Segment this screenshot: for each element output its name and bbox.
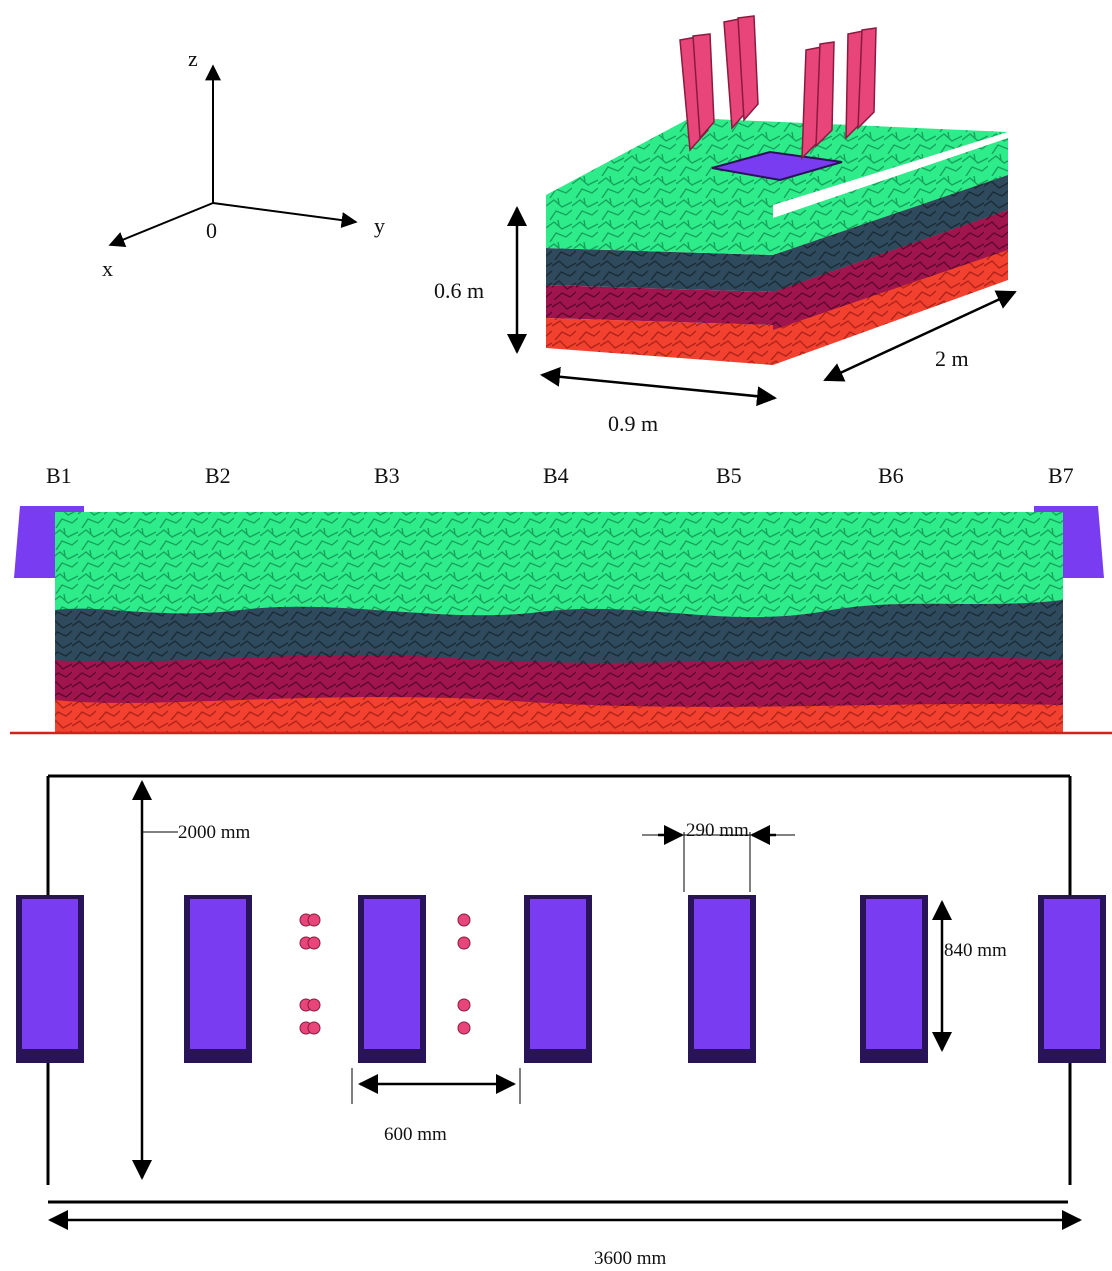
sleeper-label-b3: B3 xyxy=(374,463,400,488)
sleeper-label-b6: B6 xyxy=(878,463,904,488)
tine-2 xyxy=(692,33,715,140)
plan-sleeper-b5 xyxy=(688,895,756,1063)
x-axis-label: x xyxy=(102,256,113,281)
box-front-layer3 xyxy=(546,285,773,325)
tine-footprint xyxy=(307,913,321,927)
axis-triad: z y x 0 xyxy=(102,46,385,281)
width-arrow xyxy=(540,366,777,407)
tine-footprint xyxy=(307,1021,321,1035)
sleeper-label-b5: B5 xyxy=(716,463,742,488)
sleeper-label-b7: B7 xyxy=(1048,463,1074,488)
tine-8 xyxy=(857,27,877,130)
depth-label: 2 m xyxy=(935,346,969,371)
plan-sleeper-b4 xyxy=(524,895,592,1063)
sleeper-label-b1: B1 xyxy=(46,463,72,488)
plan-sleeper-b1 xyxy=(16,895,84,1063)
origin-label: 0 xyxy=(206,218,217,243)
plan-sleeper-b7 xyxy=(1038,895,1106,1063)
box-front-bottom-layer xyxy=(546,318,773,365)
length-label: 2000 mm xyxy=(178,822,251,843)
y-axis xyxy=(212,202,358,229)
tamping-tines xyxy=(679,15,877,160)
y-axis-label: y xyxy=(374,213,385,238)
sleeper-width-label: 290 mm xyxy=(686,820,749,841)
spacing-label: 600 mm xyxy=(384,1124,447,1145)
sleeper-label-b2: B2 xyxy=(205,463,231,488)
box-side-top-layer xyxy=(773,138,1008,255)
width-label: 0.9 m xyxy=(608,411,658,436)
sleeper-depth-label: 840 mm xyxy=(944,940,1007,961)
sleeper-label-b4: B4 xyxy=(543,463,569,488)
tine-footprint xyxy=(307,936,321,950)
total-length-label: 3600 mm xyxy=(594,1248,667,1269)
box-sleeper xyxy=(711,150,843,182)
z-axis-label: z xyxy=(188,46,198,71)
tine-footprint xyxy=(457,1021,471,1035)
box-side-layer2 xyxy=(773,175,1008,292)
plan-sleeper-b2 xyxy=(184,895,252,1063)
tine-footprint xyxy=(457,936,471,950)
plan-sleeper-b6 xyxy=(860,895,928,1063)
plan-sleeper-b3 xyxy=(358,895,426,1063)
tine-footprint xyxy=(307,998,321,1012)
depth-arrow xyxy=(823,290,1017,382)
height-label: 0.6 m xyxy=(434,278,484,303)
box-front-top-layer xyxy=(546,195,773,255)
box-front-layer2 xyxy=(546,248,773,292)
side-view: B1 B2 B3 B4 B5 B6 B7 xyxy=(10,463,1112,735)
tine-6 xyxy=(815,41,835,148)
side-top-layer xyxy=(55,512,1063,618)
tine-footprints xyxy=(299,913,471,1035)
tine-footprint xyxy=(457,998,471,1012)
plan-sleepers xyxy=(16,895,1106,1063)
tine-4 xyxy=(737,15,759,122)
plan-view: 2000 mm 290 mm 840 mm 600 mm 3600 mm xyxy=(16,774,1106,1269)
sleeper-labels: B1 B2 B3 B4 B5 B6 B7 xyxy=(46,463,1074,488)
x-axis xyxy=(108,202,214,247)
isometric-ballast-box: 0.6 m 0.9 m 2 m xyxy=(434,15,1017,436)
tine-footprint xyxy=(457,913,471,927)
